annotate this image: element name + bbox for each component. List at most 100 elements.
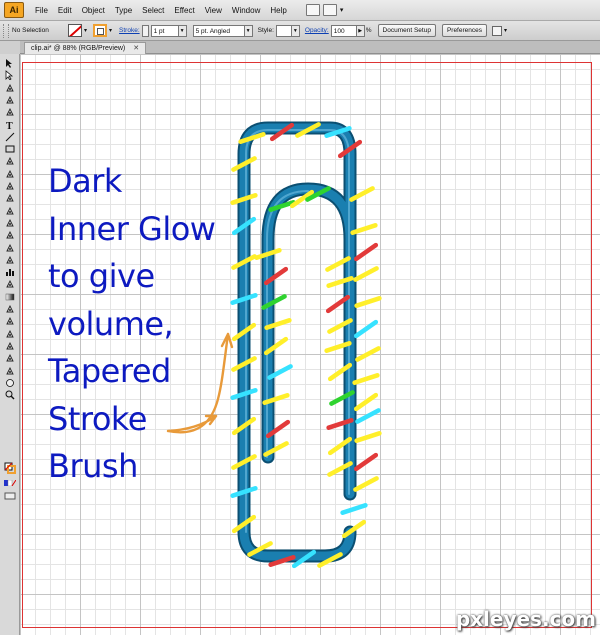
brush-dash bbox=[327, 318, 353, 334]
document-tab-strip: clip.ai* @ 88% (RGB/Preview) ✕ bbox=[20, 41, 600, 54]
artboard-border bbox=[22, 62, 592, 628]
brush-dash bbox=[355, 346, 381, 362]
opacity-unit: % bbox=[365, 27, 372, 34]
zoom-icon[interactable] bbox=[4, 390, 16, 400]
brush-dash bbox=[340, 503, 368, 515]
brush-dash bbox=[261, 294, 287, 310]
direct-selection-icon[interactable] bbox=[4, 70, 16, 81]
brush-dash bbox=[263, 336, 289, 356]
warp-icon[interactable] bbox=[4, 230, 16, 240]
brush-dash bbox=[349, 186, 375, 202]
style-field[interactable] bbox=[275, 24, 292, 37]
brush-dash bbox=[353, 266, 379, 282]
menu-edit[interactable]: Edit bbox=[57, 5, 72, 15]
artboard-grid bbox=[20, 54, 600, 635]
chevron-down-icon[interactable]: ▼ bbox=[178, 24, 187, 37]
pencil-icon[interactable] bbox=[4, 169, 16, 179]
brush-dash bbox=[326, 276, 354, 288]
lasso-icon[interactable] bbox=[4, 95, 16, 105]
gradient-icon[interactable] bbox=[4, 292, 16, 302]
color-mode-icon[interactable] bbox=[4, 480, 16, 486]
brush-dash bbox=[353, 452, 379, 472]
menu-type[interactable]: Type bbox=[114, 5, 133, 15]
brush-dash bbox=[247, 541, 273, 557]
brush-dash bbox=[305, 186, 331, 202]
fill-stroke-swatches-icon[interactable] bbox=[4, 462, 16, 474]
brush-dash bbox=[353, 476, 379, 492]
chevron-down-icon[interactable]: ▾ bbox=[339, 7, 344, 14]
canvas[interactable]: Dark Inner Glow to give volume, Tapered … bbox=[20, 54, 600, 635]
slice-icon[interactable] bbox=[4, 366, 16, 376]
brush-dash bbox=[231, 156, 257, 172]
blend-icon[interactable] bbox=[4, 316, 16, 326]
stroke-stepper[interactable] bbox=[141, 24, 149, 37]
stroke-label[interactable]: Stroke: bbox=[119, 27, 140, 34]
menu-view[interactable]: View bbox=[204, 5, 222, 15]
magic-wand-icon[interactable] bbox=[4, 83, 16, 93]
grip-handle[interactable] bbox=[3, 23, 9, 38]
column-graph-icon[interactable] bbox=[4, 267, 16, 277]
pen-icon[interactable] bbox=[4, 107, 16, 117]
live-paint-selection-icon[interactable] bbox=[4, 341, 16, 351]
watermark: pxleyes.com bbox=[455, 607, 596, 631]
symbol-sprayer-icon[interactable] bbox=[4, 255, 16, 265]
menu-help[interactable]: Help bbox=[270, 5, 287, 15]
blob-brush-icon[interactable] bbox=[4, 181, 16, 191]
opacity-label[interactable]: Opacity: bbox=[304, 27, 329, 34]
hand-icon[interactable] bbox=[4, 378, 16, 388]
preferences-button[interactable]: Preferences bbox=[441, 24, 487, 37]
brush-definition-field[interactable]: 5 pt. Angled bbox=[192, 24, 245, 37]
arrange-documents-icon[interactable] bbox=[322, 4, 337, 16]
menu-file[interactable]: File bbox=[35, 5, 48, 15]
brush-dash bbox=[324, 341, 352, 353]
brush-dash bbox=[231, 514, 257, 534]
screen-mode-icon[interactable] bbox=[4, 492, 16, 500]
brush-dash bbox=[317, 552, 343, 568]
opacity-field[interactable]: 100 bbox=[330, 24, 357, 37]
illustrator-logo: Ai bbox=[4, 2, 24, 18]
eyedropper-icon[interactable] bbox=[4, 304, 16, 314]
menu-object[interactable]: Object bbox=[81, 5, 105, 15]
brush-dash bbox=[230, 193, 258, 205]
chevron-down-icon[interactable]: ▼ bbox=[291, 24, 300, 37]
annotation-line: Brush bbox=[48, 447, 138, 485]
brush-dash bbox=[263, 441, 289, 457]
annotation-line: Inner Glow bbox=[48, 209, 216, 248]
menu-select[interactable]: Select bbox=[142, 5, 165, 15]
stroke-weight-field[interactable]: 1 pt bbox=[150, 24, 179, 37]
chevron-right-icon[interactable]: ▶ bbox=[356, 24, 365, 37]
fill-swatch[interactable] bbox=[68, 24, 82, 37]
selection-icon[interactable] bbox=[4, 58, 16, 68]
arrange-icon[interactable] bbox=[491, 25, 502, 36]
chevron-down-icon[interactable]: ▾ bbox=[503, 28, 507, 34]
close-icon[interactable]: ✕ bbox=[133, 45, 140, 52]
eraser-icon[interactable] bbox=[4, 193, 16, 203]
menu-effect[interactable]: Effect bbox=[174, 5, 195, 15]
paintbrush-icon[interactable] bbox=[4, 156, 16, 166]
menu-window[interactable]: Window bbox=[231, 5, 261, 15]
document-tab[interactable]: clip.ai* @ 88% (RGB/Preview) ✕ bbox=[24, 42, 147, 54]
rotate-icon[interactable] bbox=[4, 206, 16, 216]
brush-dash bbox=[254, 248, 282, 260]
rectangle-icon[interactable] bbox=[4, 144, 16, 154]
brush-dash bbox=[341, 519, 367, 539]
scale-icon[interactable] bbox=[4, 218, 16, 228]
mesh-icon[interactable] bbox=[4, 279, 16, 289]
brush-dash bbox=[268, 200, 296, 212]
artboard-icon[interactable] bbox=[4, 353, 16, 363]
brush-dash bbox=[230, 293, 258, 305]
type-icon[interactable]: T bbox=[4, 120, 16, 130]
brush-dash bbox=[289, 189, 315, 209]
free-transform-icon[interactable] bbox=[4, 243, 16, 253]
chevron-down-icon[interactable]: ▼ bbox=[244, 24, 253, 37]
chevron-down-icon[interactable]: ▾ bbox=[109, 28, 113, 34]
chevron-down-icon[interactable]: ▾ bbox=[84, 28, 88, 34]
brush-dash bbox=[231, 254, 257, 270]
document-setup-button[interactable]: Document Setup bbox=[377, 24, 436, 37]
bridge-icon[interactable] bbox=[305, 4, 320, 16]
line-segment-icon[interactable] bbox=[4, 132, 16, 142]
paperclip-artwork[interactable] bbox=[20, 54, 600, 635]
live-paint-bucket-icon[interactable] bbox=[4, 329, 16, 339]
brush-dash bbox=[355, 408, 381, 424]
stroke-swatch[interactable] bbox=[93, 24, 108, 37]
